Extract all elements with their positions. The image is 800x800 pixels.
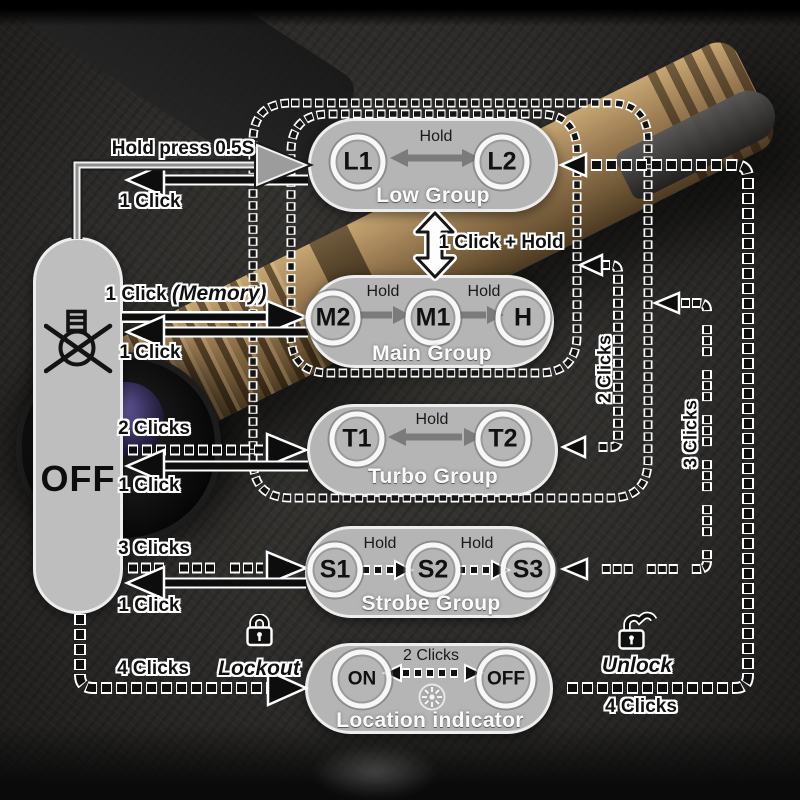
location-two-clicks-label: 2 Clicks (402, 647, 460, 664)
three-clicks-side-label: 3 Clicks (680, 399, 701, 469)
strobe-hold-label-2: Hold (460, 535, 494, 552)
one-click-from-strobe-label: 1 Click (118, 595, 180, 616)
bottom-highlight (310, 745, 440, 800)
turbo-group-title: Turbo Group (367, 465, 499, 488)
three-clicks-label: 3 Clicks (118, 538, 190, 559)
low-group-title: Low Group (376, 184, 490, 207)
beacon-led-icon (418, 683, 446, 711)
main-hold-label-1: Hold (366, 283, 400, 300)
top-shadow-band (0, 0, 800, 26)
off-state-pill (33, 237, 123, 614)
mode-s2: S2 (405, 542, 461, 598)
mode-s3: S3 (500, 542, 556, 598)
two-clicks-label: 2 Clicks (118, 418, 190, 439)
mode-t1: T1 (329, 411, 385, 467)
four-clicks-lockout-label: 4 Clicks (117, 658, 189, 679)
one-click-from-low-label: 1 Click (119, 191, 181, 212)
one-click-memory-label: 1 Click (Memory) (105, 282, 266, 306)
one-click-from-turbo-label: 1 Click (118, 475, 180, 496)
no-light-icon (44, 309, 113, 374)
mode-m2: M2 (305, 290, 361, 346)
bottom-shadow-band (0, 725, 800, 800)
unlock-label: Unlock (601, 654, 673, 677)
unlock-icon (618, 611, 657, 650)
one-click-from-main-label: 1 Click (119, 342, 181, 363)
main-hold-label-2: Hold (467, 283, 501, 300)
one-click-hold-label: 1 Click + Hold (438, 232, 564, 253)
mode-s1: S1 (307, 542, 363, 598)
mode-m1: M1 (405, 290, 461, 346)
turbo-hold-label: Hold (415, 411, 449, 428)
mode-h: H (495, 290, 551, 346)
mode-t2: T2 (475, 411, 531, 467)
mode-location-on: ON (332, 649, 392, 709)
lock-icon (246, 614, 273, 647)
four-clicks-unlock-label: 4 Clicks (605, 696, 677, 717)
strobe-group-title: Strobe Group (361, 592, 501, 615)
mode-l2: L2 (474, 134, 530, 190)
location-indicator-title: Location indicator (336, 709, 524, 732)
off-state-label: OFF (40, 458, 116, 499)
memory-text: (Memory) (172, 282, 267, 305)
strobe-hold-label-1: Hold (363, 535, 397, 552)
mode-location-off: OFF (476, 649, 536, 709)
lockout-label: Lockout (218, 657, 300, 680)
two-clicks-side-label: 2 Clicks (594, 334, 615, 404)
one-click-text: 1 Click (105, 284, 167, 305)
low-hold-label: Hold (419, 128, 453, 145)
mode-l1: L1 (330, 134, 386, 190)
main-group-title: Main Group (372, 342, 492, 365)
hold-press-label: Hold press 0.5S (111, 138, 255, 159)
